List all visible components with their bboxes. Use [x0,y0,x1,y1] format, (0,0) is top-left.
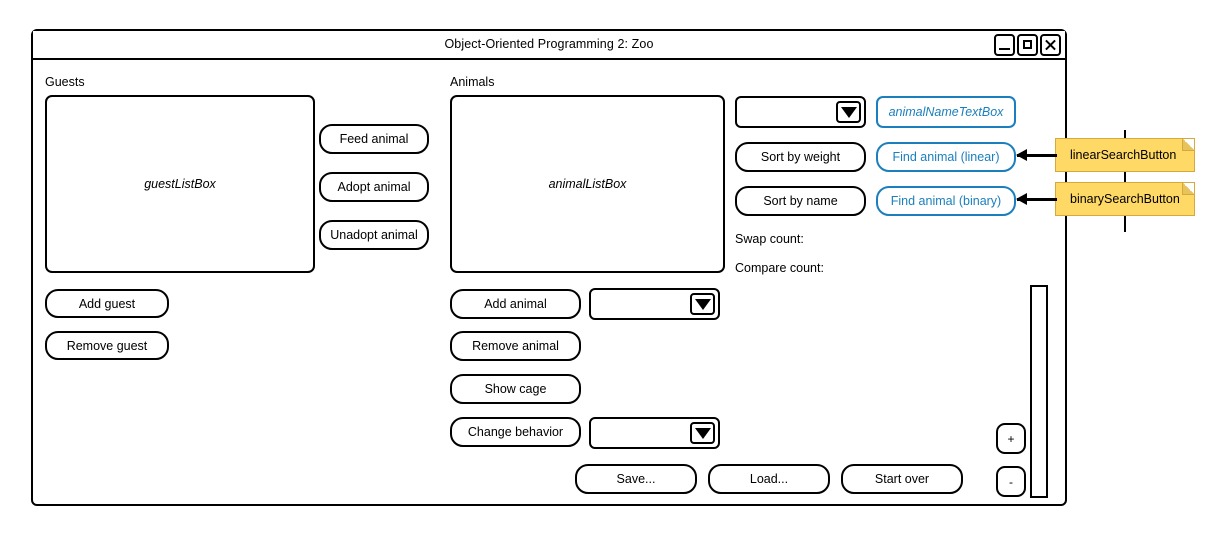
annotation-arrow-binary [1016,193,1057,205]
chevron-down-icon[interactable] [690,422,715,444]
sort-by-name-button[interactable]: Sort by name [735,186,866,216]
zoom-in-button[interactable]: + [996,423,1026,454]
triangle-down-glyph [694,427,711,439]
zoom-out-button[interactable]: - [996,466,1026,497]
swap-count-label: Swap count: [735,232,804,246]
compare-count-label: Compare count: [735,261,824,275]
guests-label: Guests [45,75,85,89]
save-button[interactable]: Save... [575,464,697,494]
chevron-down-icon[interactable] [836,101,861,123]
show-cage-button[interactable]: Show cage [450,374,581,404]
remove-guest-button[interactable]: Remove guest [45,331,169,360]
load-button[interactable]: Load... [708,464,830,494]
annotation-note-binary-search: binarySearchButton [1055,182,1195,216]
annotation-connector-line [1124,130,1126,232]
window-title: Object-Oriented Programming 2: Zoo [444,37,654,51]
change-behavior-button[interactable]: Change behavior [450,417,581,447]
add-guest-button[interactable]: Add guest [45,289,169,318]
application-window: Object-Oriented Programming 2: Zoo Guest… [31,29,1067,506]
maximize-icon [1023,40,1032,49]
close-button[interactable] [1040,34,1061,56]
add-animal-type-combobox[interactable] [589,288,720,320]
annotation-note-linear-search: linearSearchButton [1055,138,1195,172]
annotation-arrow-linear [1016,149,1057,161]
chevron-down-icon[interactable] [690,293,715,315]
adopt-animal-button[interactable]: Adopt animal [319,172,429,202]
maximize-button[interactable] [1017,34,1038,56]
minimize-button[interactable] [994,34,1015,56]
window-controls [994,34,1061,56]
guest-list-box[interactable]: guestListBox [45,95,315,273]
unadopt-animal-button[interactable]: Unadopt animal [319,220,429,250]
change-behavior-combobox[interactable] [589,417,720,449]
animals-label: Animals [450,75,495,89]
minimize-icon [999,48,1010,50]
start-over-button[interactable]: Start over [841,464,963,494]
animal-list-box[interactable]: animalListBox [450,95,725,273]
sort-target-combobox[interactable] [735,96,866,128]
triangle-down-glyph [694,298,711,310]
feed-animal-button[interactable]: Feed animal [319,124,429,154]
remove-animal-button[interactable]: Remove animal [450,331,581,361]
vertical-slider-track[interactable] [1030,285,1048,498]
add-animal-button[interactable]: Add animal [450,289,581,319]
animal-name-textbox[interactable]: animalNameTextBox [876,96,1016,128]
find-animal-linear-button[interactable]: Find animal (linear) [876,142,1016,172]
find-animal-binary-button[interactable]: Find animal (binary) [876,186,1016,216]
title-bar: Object-Oriented Programming 2: Zoo [33,31,1065,60]
close-icon [1042,36,1059,54]
triangle-down-glyph [840,106,857,118]
sort-by-weight-button[interactable]: Sort by weight [735,142,866,172]
